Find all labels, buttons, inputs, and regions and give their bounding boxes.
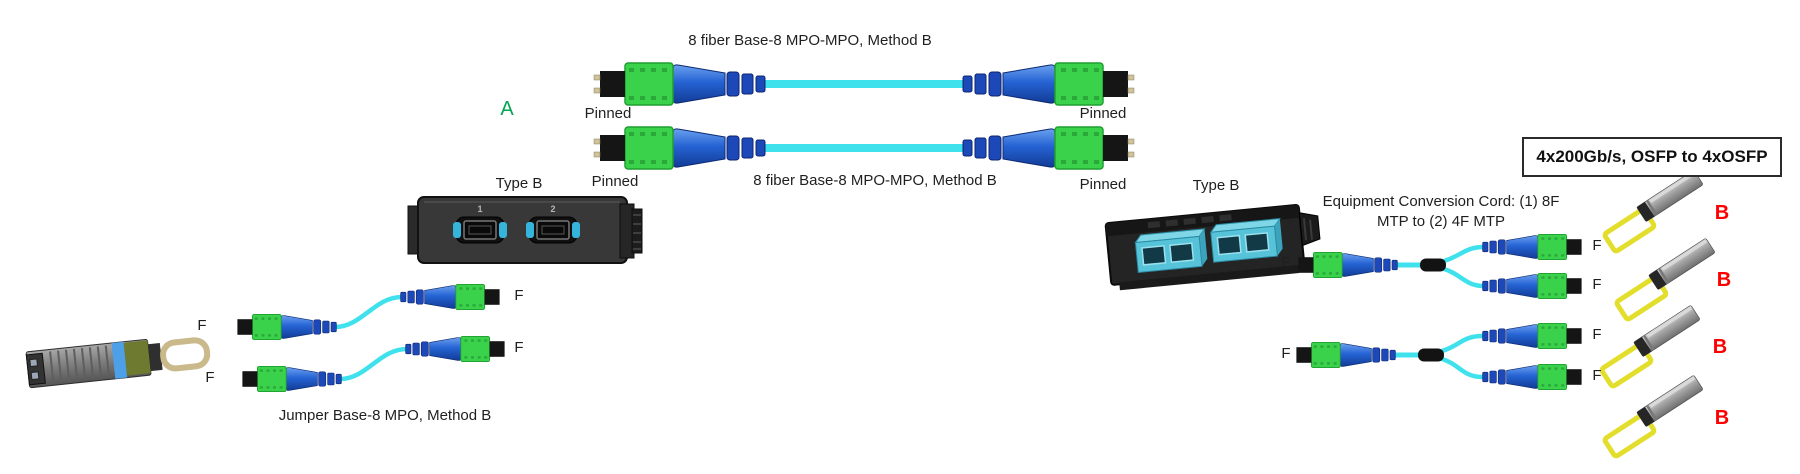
cord1-branch1-connector [1482, 233, 1583, 261]
endpoint-b-label-1: B [1714, 202, 1730, 224]
trunk1-left-connector [594, 63, 765, 105]
trunk2-left-connector [594, 127, 765, 169]
female-label-jumper2-left: F [205, 369, 215, 386]
jumper-cable-2 [241, 335, 506, 393]
conversion-cord-2 [1295, 322, 1583, 391]
cassette-port-1 [452, 216, 508, 244]
endpoint-b-label-4: B [1714, 407, 1730, 429]
osfp-transceiver-left [25, 337, 211, 389]
cord2-branch1-connector [1482, 322, 1583, 350]
osfp-transceiver-b3 [1598, 305, 1705, 387]
trunk2-right-connector [963, 127, 1134, 169]
trunk1-right-connector [963, 63, 1134, 105]
cord2-trunk-connector [1295, 341, 1396, 369]
cord1-trunk-connector [1297, 251, 1398, 279]
pinned-label-trunk1-left: Pinned [584, 105, 632, 122]
cassette-port-1-number: 1 [477, 204, 483, 214]
jumper2-right-connector [405, 335, 506, 363]
jumper-caption: Jumper Base-8 MPO, Method B [278, 407, 492, 424]
cord1-branch2-connector [1482, 272, 1583, 300]
endpoint-b-label-2: B [1716, 269, 1732, 291]
jumper1-right-connector [400, 283, 501, 311]
jumper-cable-1 [236, 283, 501, 341]
female-label-jumper2-right: F [514, 339, 524, 356]
cassette-port-2 [525, 216, 581, 244]
osfp-transceiver-b4 [1601, 375, 1708, 457]
jumper2-left-connector [241, 365, 342, 393]
trunk1-caption: 8 fiber Base-8 MPO-MPO, Method B [688, 32, 932, 49]
furcation-point-2 [1418, 348, 1444, 362]
female-label-jumper1-right: F [514, 287, 524, 304]
female-label-cord2-branch1: F [1592, 326, 1602, 343]
trunk2-caption: 8 fiber Base-8 MPO-MPO, Method B [753, 172, 997, 189]
trunk-cable-2 [594, 127, 1134, 169]
furcation-point-1 [1420, 258, 1446, 272]
female-label-cord1-trunk: F [1281, 254, 1291, 271]
female-label-cord1-branch1: F [1592, 237, 1602, 254]
type-b-label-left-cassette: Type B [495, 175, 543, 192]
female-label-cord1-branch2: F [1592, 276, 1602, 293]
conversion-cord-1 [1297, 233, 1583, 300]
pinned-label-trunk1-right: Pinned [1079, 105, 1127, 122]
jumper1-left-connector [236, 313, 337, 341]
pinned-label-trunk2-left: Pinned [591, 173, 639, 190]
mpo-adapter-plate-right [1104, 204, 1321, 291]
female-label-jumper1-left: F [197, 317, 207, 334]
cord2-branch2-connector [1482, 363, 1583, 391]
female-label-cord2-trunk: F [1281, 345, 1291, 362]
osfp-transceiver-b2 [1613, 238, 1720, 320]
type-b-label-right-plate: Type B [1192, 177, 1240, 194]
mpo-cassette-left [407, 196, 643, 264]
osfp-box-title: 4x200Gb/s, OSFP to 4xOSFP [1536, 147, 1768, 166]
aqua-duplex-adapter-2 [1209, 217, 1285, 263]
osfp-link-box: 4x200Gb/s, OSFP to 4xOSFP [1522, 137, 1782, 177]
female-label-cord2-branch2: F [1592, 367, 1602, 384]
osfp-transceiver-b1 [1601, 170, 1708, 252]
cassette-port-2-number: 2 [550, 204, 556, 214]
conversion-caption-line2: MTP to (2) 4F MTP [1376, 213, 1506, 230]
endpoint-b-label-3: B [1712, 336, 1728, 358]
conversion-caption-line1: Equipment Conversion Cord: (1) 8F [1322, 193, 1560, 210]
pinned-label-trunk2-right: Pinned [1079, 176, 1127, 193]
trunk-cable-1 [594, 63, 1134, 105]
aqua-duplex-adapter-1 [1134, 228, 1209, 274]
endpoint-a-label: A [500, 98, 514, 120]
